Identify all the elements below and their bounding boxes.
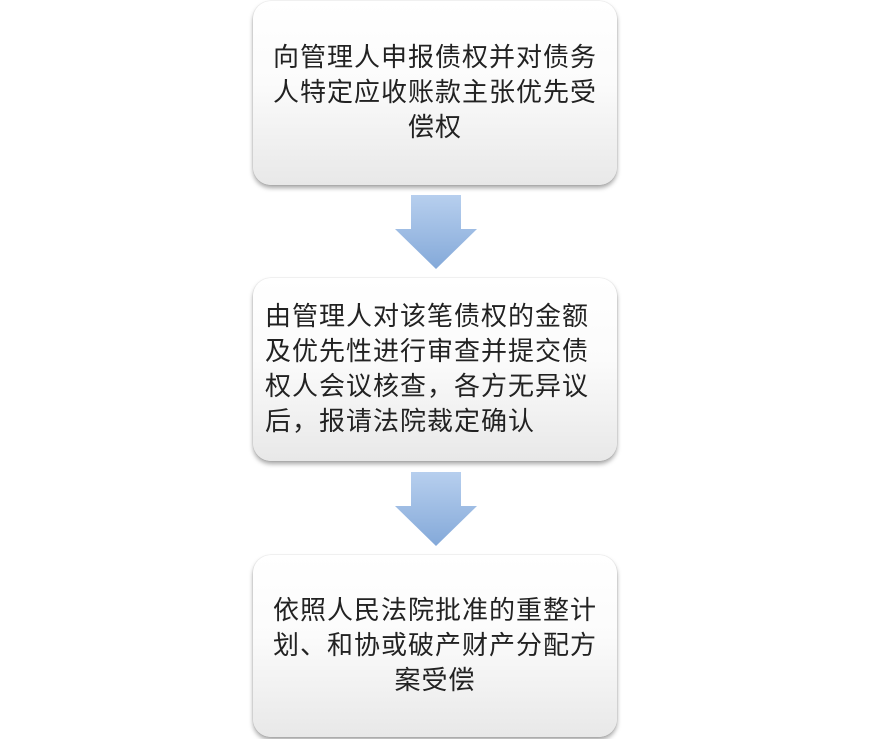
step-3-text: 依照人民法院批准的重整计划、和协或破产财产分配方案受偿 [272,595,597,696]
down-arrow-icon [395,472,477,546]
step-3-box: 依照人民法院批准的重整计划、和协或破产财产分配方案受偿 [253,555,617,737]
down-arrow-icon [395,195,477,269]
step-2-box: 由管理人对该笔债权的金额及优先性进行审查并提交债权人会议核查，各方无异议后，报请… [253,278,617,461]
step-1-text: 向管理人申报债权并对债务人特定应收账款主张优先受偿权 [272,42,597,143]
step-2-text: 由管理人对该笔债权的金额及优先性进行审查并提交债权人会议核查，各方无异议后，报请… [265,301,590,437]
step-1-box: 向管理人申报债权并对债务人特定应收账款主张优先受偿权 [253,1,617,185]
